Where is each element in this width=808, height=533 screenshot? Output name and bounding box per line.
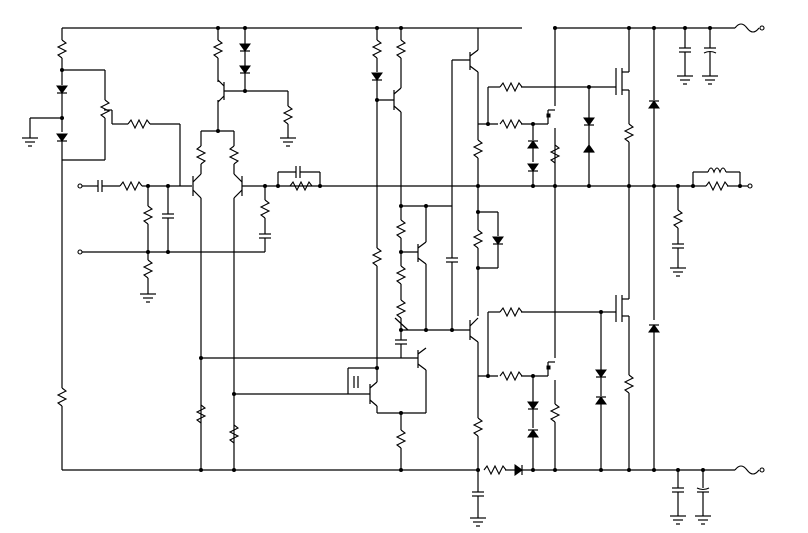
voltage-amplifier-stage <box>371 26 407 368</box>
differential-pair <box>192 100 278 470</box>
bias-spreader <box>394 186 470 358</box>
left-bias-network <box>22 28 181 470</box>
negative-rail-filter <box>483 464 523 476</box>
input-stage <box>77 180 265 303</box>
lower-current-mirror <box>199 347 427 472</box>
decoupling-capacitors-negative <box>670 468 711 525</box>
tail-current-source <box>212 26 296 147</box>
upper-output-section <box>478 26 635 188</box>
rail-diodes <box>648 26 660 472</box>
fuse-negative <box>734 465 765 475</box>
decoupling-capacitors-positive <box>677 26 718 85</box>
feedback-network <box>259 166 322 252</box>
supply-rails <box>62 27 748 471</box>
output-network <box>670 167 753 277</box>
fuse-positive <box>734 23 765 33</box>
driver-stage <box>451 28 504 527</box>
lower-output-section <box>478 186 635 472</box>
